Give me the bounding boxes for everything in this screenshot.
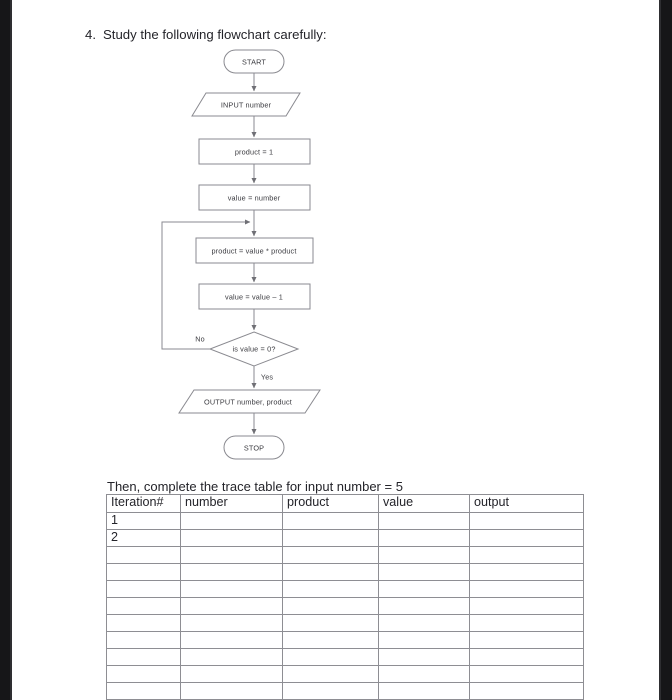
cell-iteration[interactable]: [106, 580, 181, 598]
cell-number[interactable]: [180, 563, 283, 581]
cell-number[interactable]: [180, 529, 283, 547]
table-row: 2: [106, 529, 584, 547]
page-edge-band-left: [0, 0, 12, 700]
cell-output[interactable]: [469, 512, 584, 530]
cell-value[interactable]: [378, 529, 470, 547]
cell-iteration[interactable]: [106, 546, 181, 564]
cell-number[interactable]: [180, 580, 283, 598]
page-edge-band-right: [659, 0, 672, 700]
cell-output[interactable]: [469, 580, 584, 598]
table-row: [106, 563, 584, 581]
table-row: [106, 580, 584, 598]
cell-output[interactable]: [469, 563, 584, 581]
cell-value[interactable]: [378, 665, 470, 683]
column-header-output: output: [469, 494, 584, 513]
node-start-shape: [223, 49, 285, 74]
flowchart-diagram: START INPUT number product = 1 value = n…: [134, 42, 364, 472]
cell-number[interactable]: [180, 546, 283, 564]
node-output-shape: [178, 389, 321, 414]
cell-product[interactable]: [282, 682, 379, 700]
cell-iteration[interactable]: [106, 648, 181, 666]
flowchart-svg: [161, 49, 321, 460]
table-row: [106, 648, 584, 666]
table-row: [106, 546, 584, 564]
cell-product[interactable]: [282, 563, 379, 581]
cell-product[interactable]: [282, 665, 379, 683]
cell-value[interactable]: [378, 614, 470, 632]
cell-product[interactable]: [282, 529, 379, 547]
column-header-number: number: [180, 494, 283, 513]
question-number: 4.: [85, 27, 96, 42]
cell-output[interactable]: [469, 597, 584, 615]
node-input-shape: [191, 92, 301, 117]
cell-iteration[interactable]: [106, 563, 181, 581]
cell-output[interactable]: [469, 529, 584, 547]
trace-table-body: 1 2: [106, 512, 584, 700]
cell-number[interactable]: [180, 614, 283, 632]
question-text: Study the following flowchart carefully:: [103, 27, 327, 42]
cell-iteration[interactable]: [106, 597, 181, 615]
trace-table-intro: Then, complete the trace table for input…: [107, 479, 403, 494]
cell-output[interactable]: [469, 665, 584, 683]
cell-value[interactable]: [378, 597, 470, 615]
trace-table: Iteration# number product value output 1…: [106, 494, 584, 700]
cell-output[interactable]: [469, 614, 584, 632]
cell-value[interactable]: [378, 580, 470, 598]
column-header-iteration: Iteration#: [106, 494, 181, 513]
column-header-product: product: [282, 494, 379, 513]
cell-number[interactable]: [180, 631, 283, 649]
cell-iteration[interactable]: [106, 614, 181, 632]
cell-iteration[interactable]: [106, 631, 181, 649]
cell-output[interactable]: [469, 631, 584, 649]
cell-number[interactable]: [180, 682, 283, 700]
cell-product[interactable]: [282, 648, 379, 666]
table-row: [106, 614, 584, 632]
cell-number[interactable]: [180, 648, 283, 666]
cell-product[interactable]: [282, 631, 379, 649]
cell-value[interactable]: [378, 563, 470, 581]
cell-number[interactable]: [180, 512, 283, 530]
table-row: [106, 631, 584, 649]
cell-value[interactable]: [378, 546, 470, 564]
table-row: 1: [106, 512, 584, 530]
table-header-row: Iteration# number product value output: [106, 494, 584, 513]
trace-table-container: Iteration# number product value output 1…: [106, 494, 584, 700]
cell-value[interactable]: [378, 648, 470, 666]
cell-value[interactable]: [378, 512, 470, 530]
column-header-value: value: [378, 494, 470, 513]
cell-product[interactable]: [282, 614, 379, 632]
cell-output[interactable]: [469, 648, 584, 666]
node-product1-shape: [198, 138, 311, 165]
node-dec-shape: [198, 283, 311, 310]
question-prompt: 4. Study the following flowchart carefull…: [85, 26, 605, 44]
node-mult-shape: [195, 237, 314, 264]
node-stop-shape: [223, 435, 285, 460]
cell-value[interactable]: [378, 631, 470, 649]
cell-output[interactable]: [469, 682, 584, 700]
table-row: [106, 665, 584, 683]
node-valuenum-shape: [198, 184, 311, 211]
table-row: [106, 682, 584, 700]
cell-product[interactable]: [282, 580, 379, 598]
cell-iteration[interactable]: [106, 665, 181, 683]
edge-test-loopback-no: [161, 219, 251, 350]
cell-output[interactable]: [469, 546, 584, 564]
cell-product[interactable]: [282, 597, 379, 615]
cell-iteration[interactable]: 1: [106, 512, 181, 530]
cell-iteration[interactable]: 2: [106, 529, 181, 547]
cell-number[interactable]: [180, 665, 283, 683]
cell-product[interactable]: [282, 512, 379, 530]
cell-iteration[interactable]: [106, 682, 181, 700]
cell-value[interactable]: [378, 682, 470, 700]
cell-number[interactable]: [180, 597, 283, 615]
table-row: [106, 597, 584, 615]
node-test-shape: [208, 331, 300, 367]
cell-product[interactable]: [282, 546, 379, 564]
document-sheet: 4. Study the following flowchart carefull…: [14, 0, 659, 700]
